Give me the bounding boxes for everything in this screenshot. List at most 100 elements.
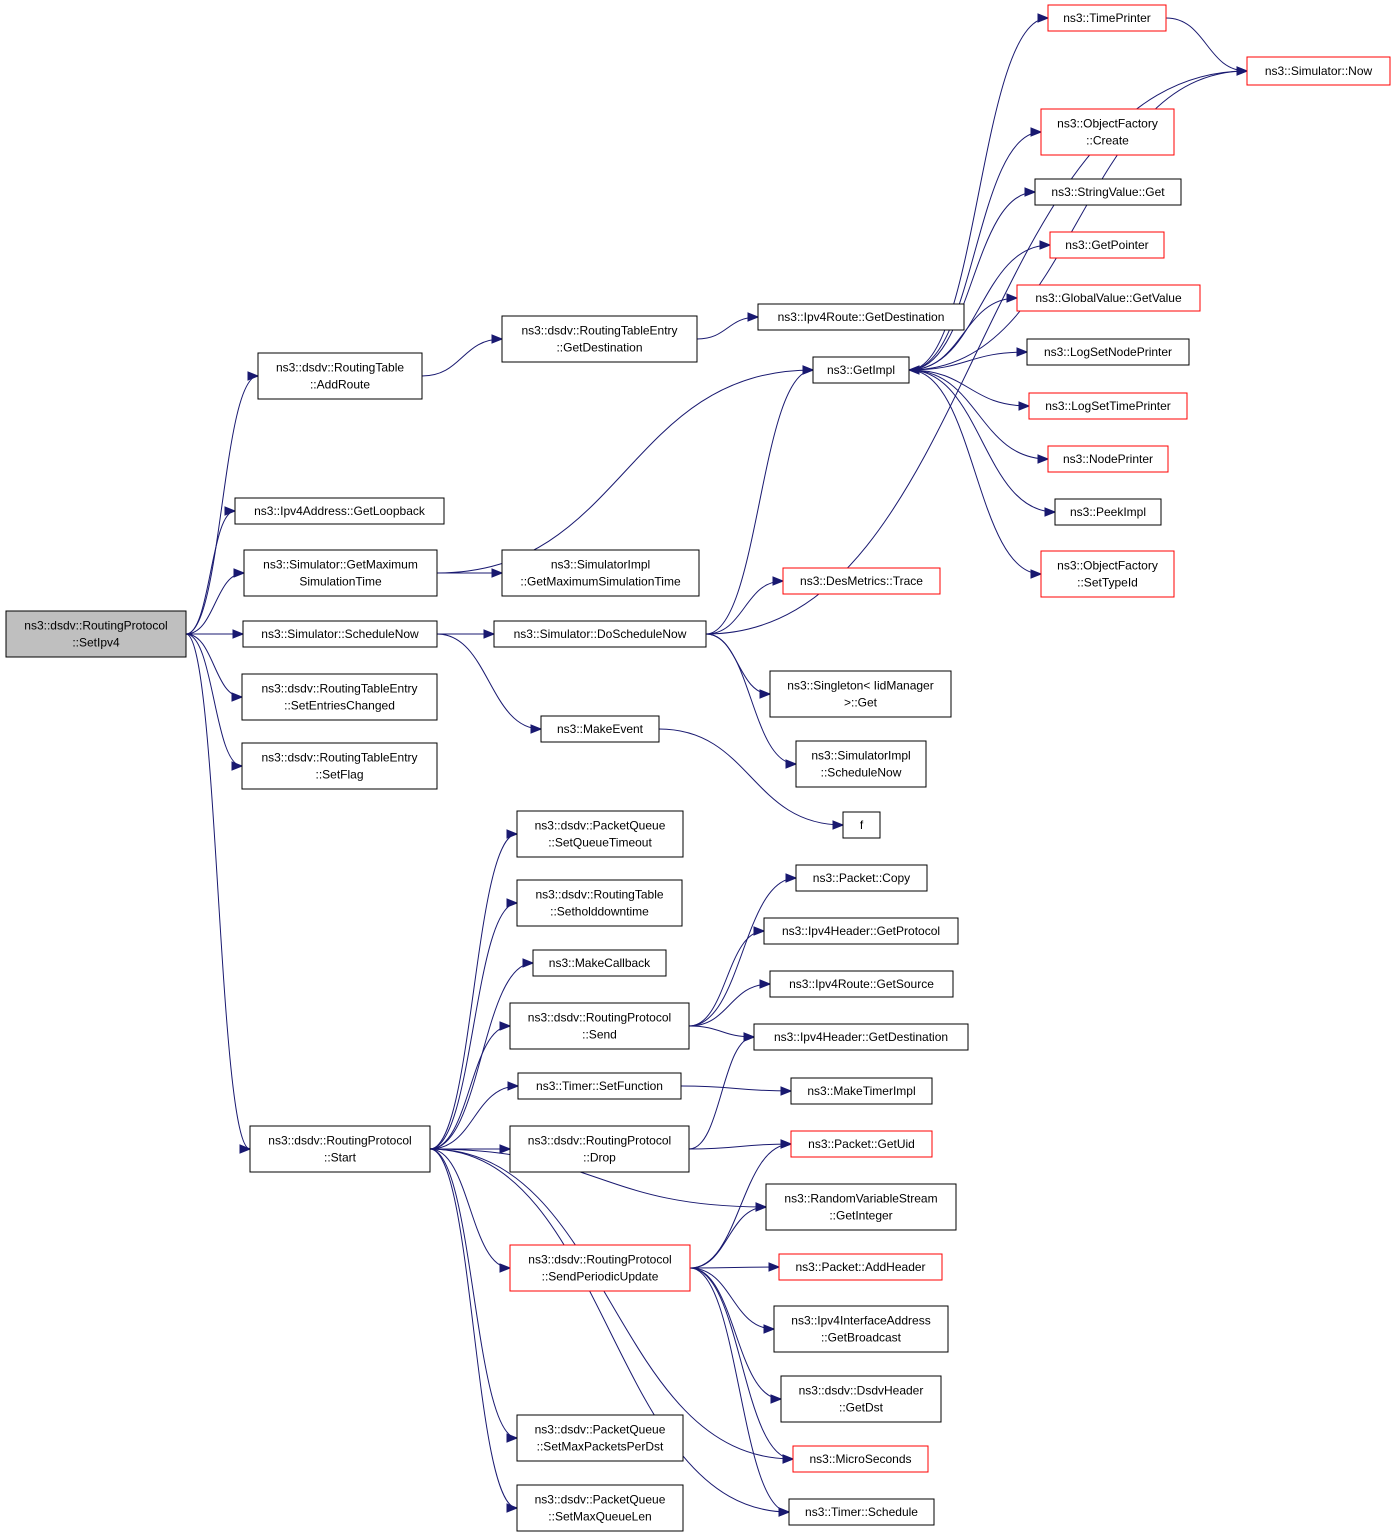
- node-setqueuetimeout[interactable]: ns3::dsdv::PacketQueue::SetQueueTimeout: [516, 810, 684, 858]
- node-box: [778, 1253, 943, 1281]
- node-setflag[interactable]: ns3::dsdv::RoutingTableEntry::SetFlag: [241, 742, 438, 790]
- node-label: f: [860, 818, 864, 832]
- node-singleton-get[interactable]: ns3::Singleton< IidManager>::Get: [769, 670, 952, 718]
- edge-start-to-timer-setfunction: [429, 1081, 520, 1150]
- node-getpointer[interactable]: ns3::GetPointer: [1049, 231, 1165, 259]
- node-ipv4header-getdest[interactable]: ns3::Ipv4Header::GetDestination: [753, 1023, 969, 1051]
- node-drop[interactable]: ns3::dsdv::RoutingProtocol::Drop: [509, 1125, 690, 1173]
- node-packet-copy[interactable]: ns3::Packet::Copy: [795, 864, 928, 892]
- node-box: [757, 303, 965, 331]
- node-box: [795, 864, 928, 892]
- node-logsettimeprinter[interactable]: ns3::LogSetTimePrinter: [1028, 392, 1188, 420]
- node-label: ::Setholddowntime: [550, 905, 649, 919]
- edge-getimpl-to-nodeprinter: [908, 369, 1050, 464]
- node-box: [234, 497, 445, 525]
- node-packet-addheader[interactable]: ns3::Packet::AddHeader: [778, 1253, 943, 1281]
- edge-sendperiodicupdate-to-microseconds: [689, 1267, 795, 1464]
- node-box: [792, 1445, 929, 1473]
- arrowhead: [232, 629, 245, 639]
- node-objfactory-settypeid[interactable]: ns3::ObjectFactory::SetTypeId: [1040, 550, 1175, 598]
- node-label: ns3::Simulator::GetMaximum: [263, 558, 418, 572]
- node-box: [790, 1130, 933, 1158]
- node-ipv4ifaddr-getbroadcast[interactable]: ns3::Ipv4InterfaceAddress::GetBroadcast: [773, 1305, 949, 1353]
- node-label: ns3::Timer::Schedule: [805, 1505, 918, 1519]
- node-objfactory-create[interactable]: ns3::ObjectFactory::Create: [1040, 108, 1175, 156]
- edge-doschedulenow-to-simimpl-schedulenow: [705, 633, 798, 769]
- node-ipv4route-getdest[interactable]: ns3::Ipv4Route::GetDestination: [757, 303, 965, 331]
- edge-drop-to-ipv4header-getdest: [688, 1032, 756, 1150]
- node-timeprinter[interactable]: ns3::TimePrinter: [1047, 4, 1167, 32]
- arrowhead: [499, 1021, 512, 1031]
- arrowhead: [1030, 569, 1043, 579]
- edge-sendperiodicupdate-to-packet-getuid: [689, 1139, 793, 1269]
- node-doschedulenow[interactable]: ns3::Simulator::DoScheduleNow: [493, 620, 707, 648]
- node-label: ns3::DesMetrics::Trace: [800, 574, 923, 588]
- edge-drop-to-packet-getuid: [688, 1139, 793, 1150]
- node-f[interactable]: f: [842, 811, 881, 839]
- node-label: ::SetMaxPacketsPerDst: [537, 1440, 664, 1454]
- node-makeevent[interactable]: ns3::MakeEvent: [540, 715, 660, 743]
- node-rte-getdest[interactable]: ns3::dsdv::RoutingTableEntry::GetDestina…: [501, 315, 698, 363]
- node-box: [249, 1125, 431, 1173]
- node-label: ns3::Packet::GetUid: [808, 1137, 915, 1151]
- edge-send-to-ipv4route-getsource: [688, 979, 772, 1027]
- node-label: ns3::SimulatorImpl: [551, 558, 650, 572]
- node-setipv4[interactable]: ns3::dsdv::RoutingProtocol::SetIpv4: [5, 610, 187, 658]
- node-microseconds[interactable]: ns3::MicroSeconds: [792, 1445, 929, 1473]
- node-setmaxqueuelen[interactable]: ns3::dsdv::PacketQueue::SetMaxQueueLen: [516, 1484, 684, 1532]
- node-sendperiodicupdate[interactable]: ns3::dsdv::RoutingProtocol::SendPeriodic…: [509, 1244, 691, 1292]
- node-start[interactable]: ns3::dsdv::RoutingProtocol::Start: [249, 1125, 431, 1173]
- node-label: ns3::StringValue::Get: [1051, 185, 1165, 199]
- node-box: [769, 670, 952, 718]
- node-stringvalue-get[interactable]: ns3::StringValue::Get: [1034, 178, 1182, 206]
- arrowhead: [753, 926, 766, 936]
- arrowhead: [763, 1324, 776, 1334]
- arrowhead: [1006, 293, 1019, 303]
- arrowhead: [1016, 347, 1029, 357]
- node-label: ::SetEntriesChanged: [284, 699, 395, 713]
- node-dsdvheader-getdst[interactable]: ns3::dsdv::DsdvHeader::GetDst: [780, 1375, 942, 1423]
- node-box: [1040, 550, 1175, 598]
- node-setmaxpacketsperdst[interactable]: ns3::dsdv::PacketQueue::SetMaxPacketsPer…: [516, 1414, 684, 1462]
- node-label: ns3::dsdv::RoutingProtocol: [268, 1134, 411, 1148]
- node-globalvalue-getvalue[interactable]: ns3::GlobalValue::GetValue: [1016, 284, 1201, 312]
- node-getimpl[interactable]: ns3::GetImpl: [812, 356, 910, 384]
- node-maketimerimpl[interactable]: ns3::MakeTimerImpl: [790, 1077, 933, 1105]
- node-ipv4header-getprotocol[interactable]: ns3::Ipv4Header::GetProtocol: [763, 917, 959, 945]
- arrowhead: [755, 1202, 768, 1212]
- node-timer-setfunction[interactable]: ns3::Timer::SetFunction: [517, 1072, 682, 1100]
- node-ipv4route-getsource[interactable]: ns3::Ipv4Route::GetSource: [769, 970, 954, 998]
- node-addroute[interactable]: ns3::dsdv::RoutingTable::AddRoute: [257, 352, 423, 400]
- node-setentrieschanged[interactable]: ns3::dsdv::RoutingTableEntry::SetEntries…: [241, 673, 438, 721]
- node-box: [1054, 498, 1162, 526]
- node-timer-schedule[interactable]: ns3::Timer::Schedule: [788, 1498, 935, 1526]
- node-logsetnodeprinter[interactable]: ns3::LogSetNodePrinter: [1026, 338, 1190, 366]
- node-peekimpl[interactable]: ns3::PeekImpl: [1054, 498, 1162, 526]
- node-send[interactable]: ns3::dsdv::RoutingProtocol::Send: [509, 1002, 690, 1050]
- node-getmaxsim[interactable]: ns3::Simulator::GetMaximumSimulationTime: [243, 549, 438, 597]
- node-rvs-getinteger[interactable]: ns3::RandomVariableStream::GetInteger: [765, 1183, 957, 1231]
- node-box: [516, 1414, 684, 1462]
- arrowhead: [1024, 187, 1037, 197]
- arrowhead: [1037, 13, 1050, 23]
- edge-getmaxsim-to-getimpl: [436, 365, 815, 574]
- node-setholddowntime[interactable]: ns3::dsdv::RoutingTable::Setholddowntime: [516, 879, 683, 927]
- arrowhead: [907, 365, 920, 375]
- node-simimpl-getmax[interactable]: ns3::SimulatorImpl::GetMaximumSimulation…: [501, 549, 700, 597]
- node-nodeprinter[interactable]: ns3::NodePrinter: [1047, 445, 1169, 473]
- arrowhead: [231, 692, 244, 702]
- node-simnow[interactable]: ns3::Simulator::Now: [1246, 56, 1391, 86]
- node-label: ::GetDst: [839, 1401, 884, 1415]
- node-schedulenow[interactable]: ns3::Simulator::ScheduleNow: [242, 620, 438, 648]
- arrowhead: [768, 1262, 781, 1272]
- edge-sendperiodicupdate-to-dsdvheader-getdst: [689, 1267, 783, 1404]
- node-packet-getuid[interactable]: ns3::Packet::GetUid: [790, 1130, 933, 1158]
- node-makecallback[interactable]: ns3::MakeCallback: [532, 949, 667, 977]
- node-simimpl-schedulenow[interactable]: ns3::SimulatorImpl::ScheduleNow: [795, 740, 927, 788]
- arrowhead: [522, 958, 535, 968]
- node-label: ns3::TimePrinter: [1063, 11, 1151, 25]
- node-desmetrics-trace[interactable]: ns3::DesMetrics::Trace: [782, 567, 941, 595]
- arrowhead: [499, 1144, 512, 1154]
- node-label: ns3::ObjectFactory: [1057, 117, 1158, 131]
- node-getloopback[interactable]: ns3::Ipv4Address::GetLoopback: [234, 497, 445, 525]
